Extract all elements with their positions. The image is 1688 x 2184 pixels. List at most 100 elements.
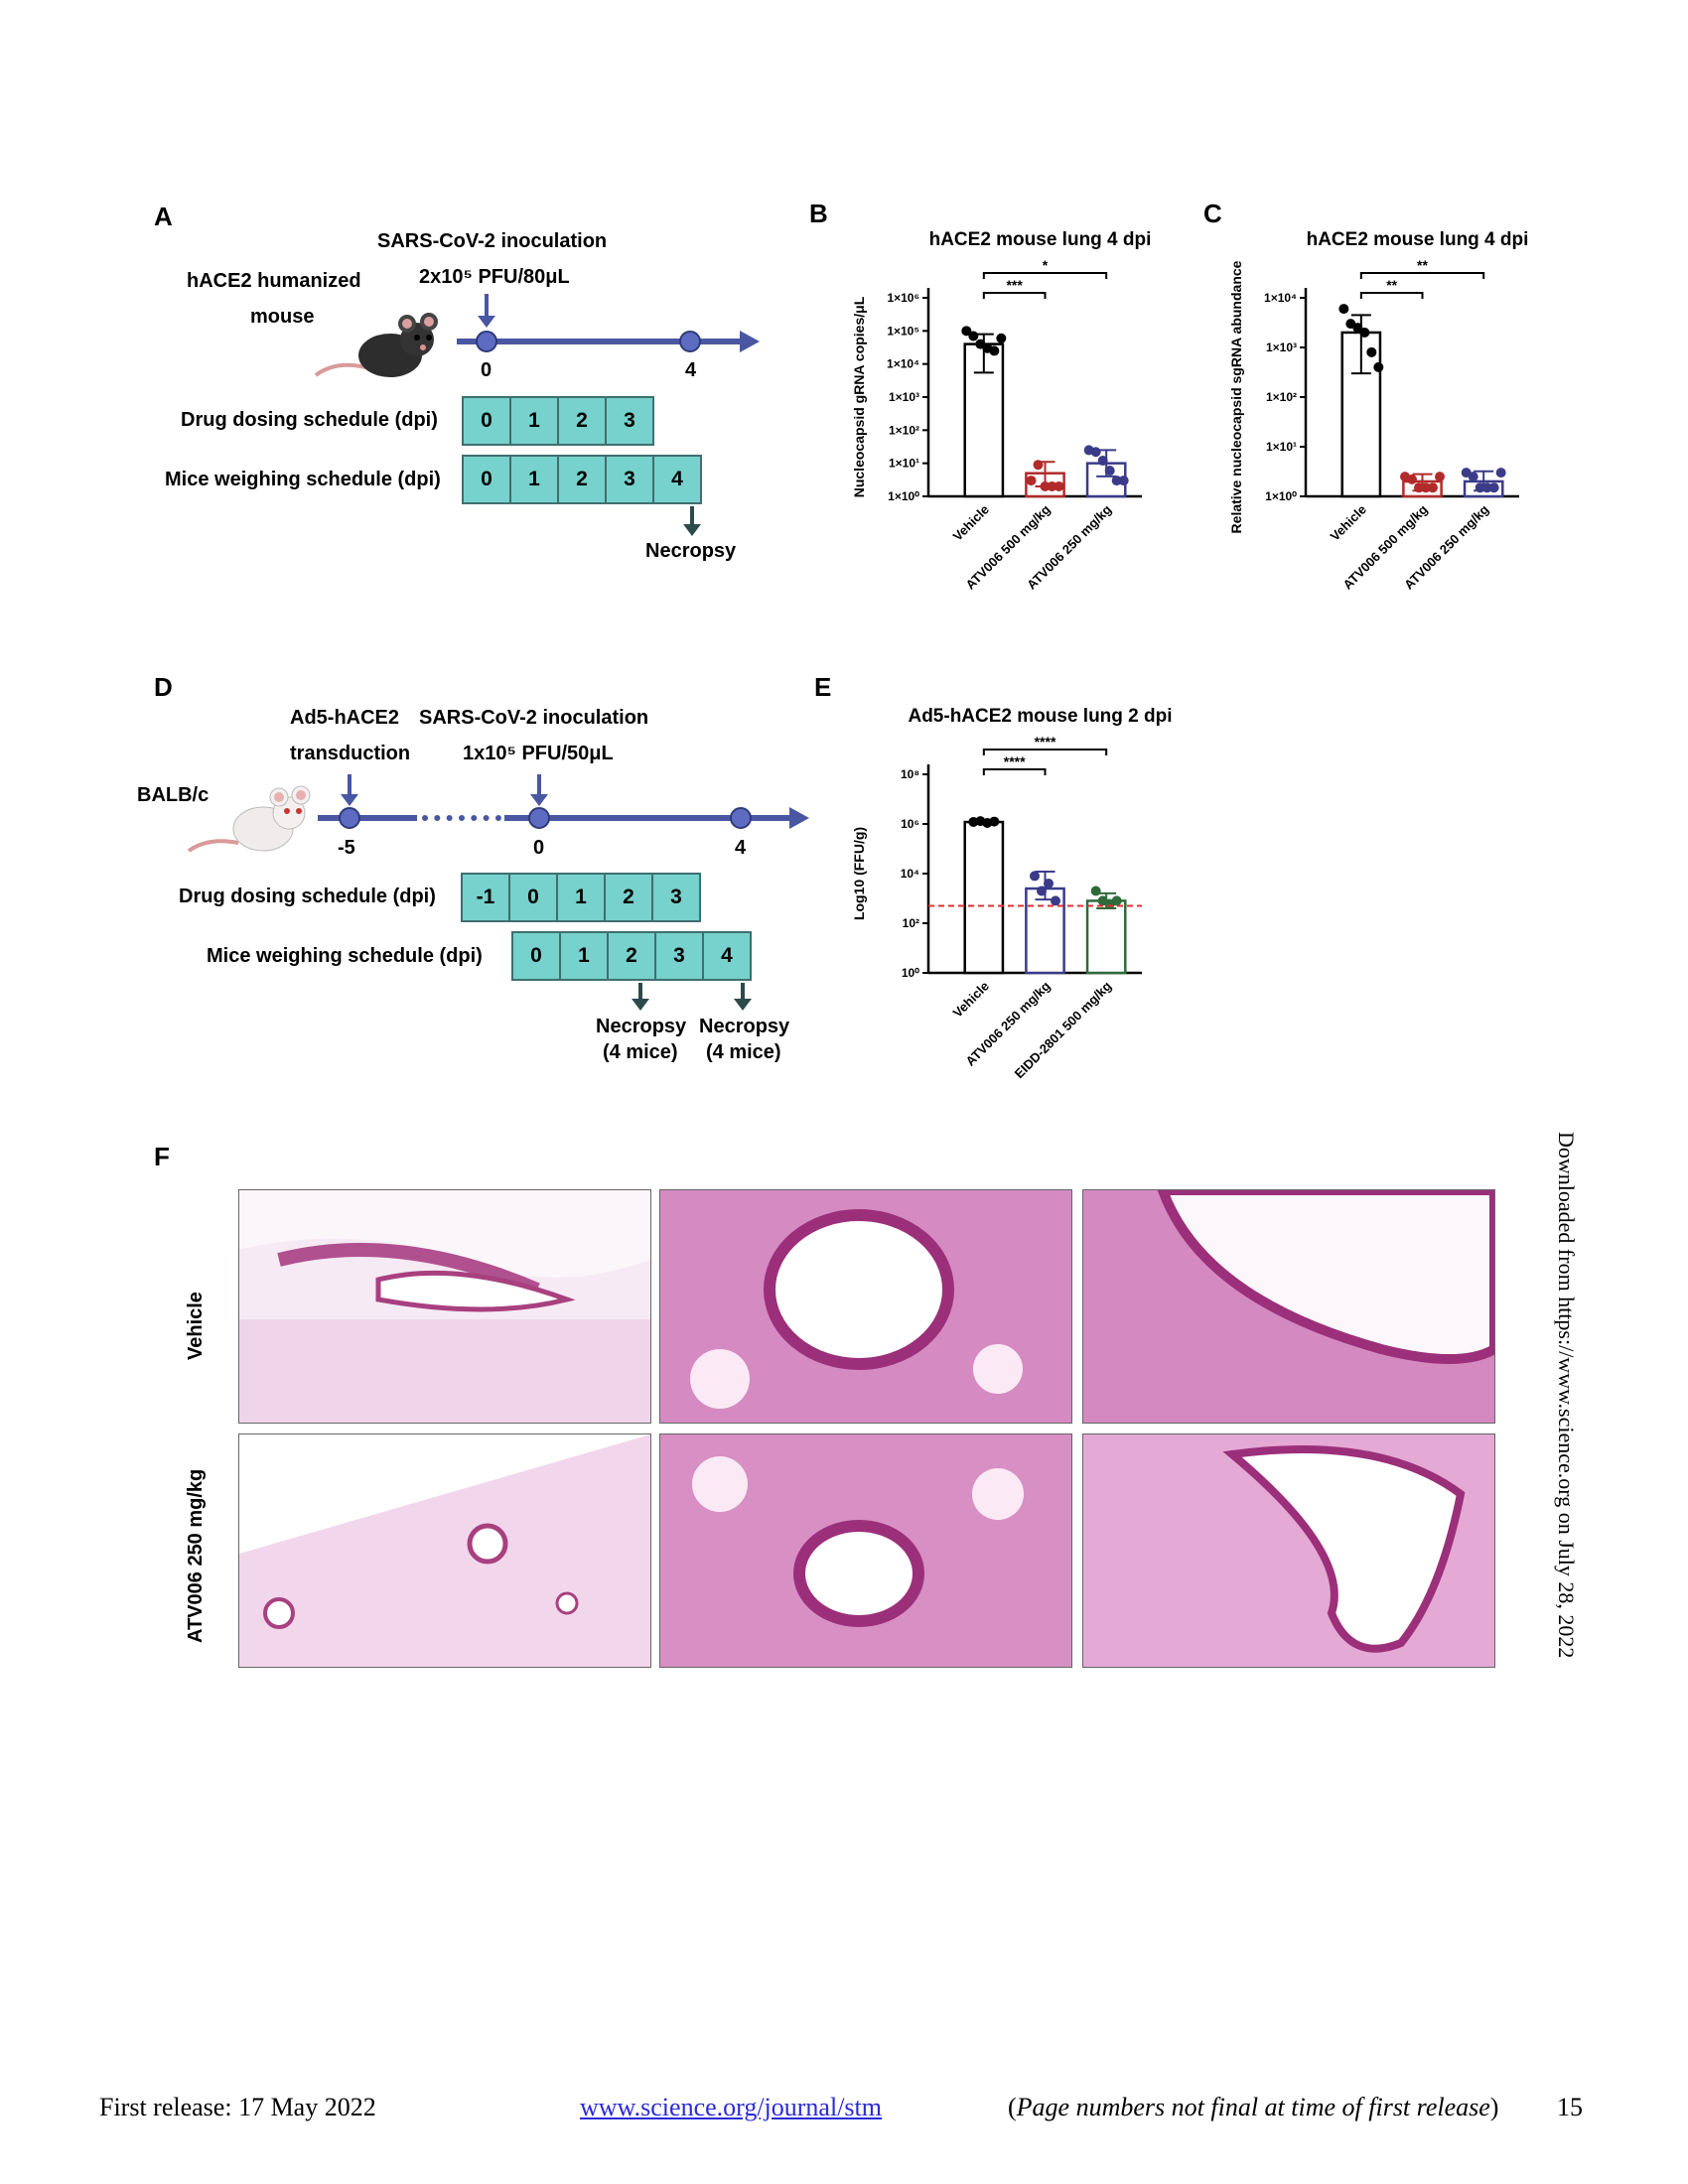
- significance-bracket: [982, 272, 1108, 279]
- panel-a-day4-marker: [679, 331, 701, 352]
- panel-d-necropsy-label-2: Necropsy: [699, 1016, 790, 1037]
- y-axis-label: Log10 (FFU/g): [851, 827, 867, 920]
- data-point: [1054, 480, 1064, 491]
- data-point: [1037, 886, 1047, 896]
- chart-title: hACE2 mouse lung 4 dpi: [1307, 229, 1529, 250]
- panel-d-tick-0: 0: [533, 837, 545, 859]
- footer-page-note-open: (: [1008, 2093, 1017, 2121]
- y-tick-label: 10⁸: [901, 767, 919, 781]
- data-point: [1044, 878, 1054, 888]
- panel-d-necropsy-count-1: (4 mice): [603, 1041, 678, 1063]
- histology-image: [659, 1433, 1072, 1668]
- schedule-cell: 3: [605, 455, 654, 504]
- chart-title: Ad5-hACE2 mouse lung 2 dpi: [908, 706, 1172, 727]
- schedule-cell: 1: [559, 931, 609, 981]
- schedule-cell: 3: [651, 873, 701, 922]
- y-tick-label: 1×10⁴: [1264, 291, 1297, 305]
- panel-d-day-neg5-marker: [339, 807, 360, 829]
- panel-a-timeline-arrowhead: [740, 331, 760, 352]
- panel-d-timeline-gap: [422, 815, 501, 821]
- y-tick-label: 10⁶: [901, 817, 919, 831]
- significance-bracket: [1359, 292, 1424, 299]
- y-tick-label: 1×10¹: [1266, 440, 1297, 454]
- panel-a-model-label-2: mouse: [250, 306, 315, 328]
- x-tick-label: Vehicle: [950, 979, 992, 1021]
- schedule-cell: 1: [509, 455, 559, 504]
- y-tick-label: 10⁰: [902, 966, 919, 980]
- footer-journal-link[interactable]: www.science.org/journal/stm: [580, 2093, 882, 2121]
- schedule-cell: 0: [462, 455, 511, 504]
- data-point: [1090, 886, 1101, 896]
- y-tick-label: 1×10⁶: [887, 291, 919, 305]
- data-point: [1090, 447, 1101, 458]
- panel-d-transduction-arrow: [341, 774, 358, 806]
- panel-a-necropsy-label: Necropsy: [645, 540, 737, 562]
- schedule-cell: 2: [557, 455, 607, 504]
- footer-page-number: 15: [1557, 2093, 1583, 2121]
- data-point: [1414, 482, 1424, 493]
- panel-d-necropsy-arrow-1: [632, 983, 649, 1011]
- panel-d-transduction-label: Ad5-hACE2: [290, 707, 400, 729]
- schedule-cell: 2: [604, 873, 653, 922]
- schedule-cell: 2: [557, 396, 607, 446]
- panel-d-weigh-schedule-label: Mice weighing schedule (dpi): [207, 945, 483, 967]
- y-tick-label: 1×10⁰: [1265, 489, 1297, 503]
- panel-a-drug-schedule: 0 1 2 3: [462, 396, 654, 446]
- data-point: [1026, 476, 1037, 486]
- schedule-cell: 0: [511, 931, 561, 981]
- panel-f-row-label-atv006: ATV006 250 mg/kg: [185, 1468, 207, 1643]
- schedule-cell: 1: [556, 873, 606, 922]
- data-point: [1104, 466, 1115, 477]
- panel-d-tick-neg5: -5: [338, 837, 355, 859]
- data-point: [1407, 474, 1417, 484]
- data-point: [1352, 323, 1363, 334]
- panel-d-tick-4: 4: [735, 837, 747, 859]
- data-point: [1111, 476, 1122, 486]
- panel-c-label: C: [1203, 199, 1222, 228]
- y-axis-label: Nucleocapsid gRNA copies/μL: [851, 296, 867, 497]
- data-point: [1359, 327, 1370, 338]
- histology-image: [659, 1189, 1072, 1424]
- panel-d-drug-schedule: -1 0 1 2 3: [461, 873, 701, 922]
- data-point: [1040, 480, 1051, 491]
- panel-d-strain-label: BALB/c: [137, 784, 210, 806]
- significance-label: **: [1417, 257, 1428, 273]
- schedule-cell: 3: [654, 931, 704, 981]
- y-tick-label: 1×10⁰: [888, 489, 919, 503]
- panel-e-label: E: [814, 672, 832, 702]
- data-point: [1373, 361, 1384, 372]
- data-point: [1033, 460, 1044, 471]
- schedule-cell: 1: [509, 396, 559, 446]
- data-point: [1421, 482, 1431, 493]
- histology-image: [238, 1433, 651, 1668]
- panel-d-drug-schedule-label: Drug dosing schedule (dpi): [179, 886, 436, 907]
- panel-a-drug-schedule-label: Drug dosing schedule (dpi): [181, 409, 438, 431]
- y-tick-label: 1×10⁴: [887, 357, 919, 371]
- panel-d-day0-marker: [528, 807, 550, 829]
- panel-a-weigh-schedule-label: Mice weighing schedule (dpi): [165, 469, 441, 490]
- significance-bracket: [1359, 272, 1485, 279]
- significance-bracket: [982, 749, 1108, 755]
- significance-bracket: [982, 292, 1047, 299]
- panel-d-necropsy-count-2: (4 mice): [706, 1041, 781, 1063]
- data-point: [961, 326, 972, 337]
- significance-label: *: [1043, 257, 1049, 273]
- significance-label: **: [1386, 277, 1397, 293]
- data-point: [1118, 476, 1129, 486]
- panel-d-label: D: [154, 672, 173, 702]
- bar: [1085, 899, 1127, 975]
- data-point: [989, 345, 1000, 356]
- panel-f-label: F: [154, 1142, 170, 1171]
- panel-d-inoculation-arrow: [530, 774, 548, 806]
- y-tick-label: 1×10⁵: [887, 324, 919, 338]
- data-point: [968, 331, 979, 341]
- panel-f-row-label-vehicle: Vehicle: [185, 1292, 207, 1360]
- footer-release-date: First release: 17 May 2022: [99, 2093, 376, 2121]
- download-watermark: Downloaded from https://www.science.org …: [1554, 1132, 1579, 1659]
- data-point: [1051, 895, 1060, 906]
- footer-page-note-text: Page numbers not final at time of first …: [1016, 2093, 1490, 2121]
- panel-a-necropsy-arrow: [683, 506, 701, 536]
- black-mouse-icon: [306, 306, 445, 390]
- data-point: [1488, 482, 1499, 493]
